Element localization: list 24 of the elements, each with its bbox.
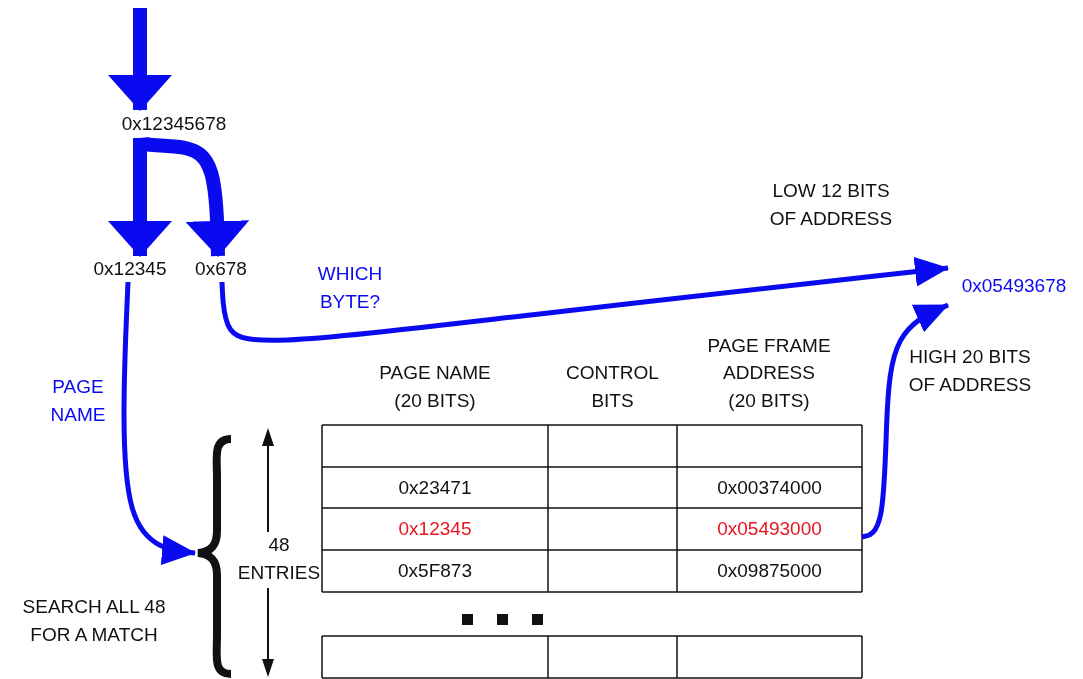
page-number: 0x12345 [397,517,473,542]
block-arrow [108,8,172,111]
edge-label: PAGE NAME [49,375,107,427]
note-text: SEARCH ALL 48 FOR A MATCH [21,595,167,647]
bit-field-label: LOW 12 BITS OF ADDRESS [768,179,894,231]
page-number: 0x5F873 [397,559,473,584]
edge-label: HIGH 20 BITS OF ADDRESS [908,345,1032,397]
edge-label: WHICH BYTE? [316,262,384,314]
arrow [861,302,950,540]
column-header: CONTROL BITS [565,361,660,413]
address-text: 0x12345678 [108,110,240,138]
block-arrow [108,138,172,257]
entry-count-label: 48 ENTRIES [236,533,322,585]
frame-address: 0x00374000 [716,475,823,500]
frame-address: 0x05493000 [677,508,862,550]
frame-address: 0x09875000 [716,559,823,584]
physical-address-text: 0x05493678 [948,262,1080,310]
offset-text: 0x678 [190,256,252,282]
page-number: 0x23471 [397,475,473,500]
arrow [219,256,949,343]
column-header: PAGE FRAME ADDRESS (20 BITS) [706,333,832,413]
column-header: PAGE NAME (20 BITS) [378,361,492,413]
page-number-text: 0x12345 [84,256,176,282]
arrow [121,281,196,566]
